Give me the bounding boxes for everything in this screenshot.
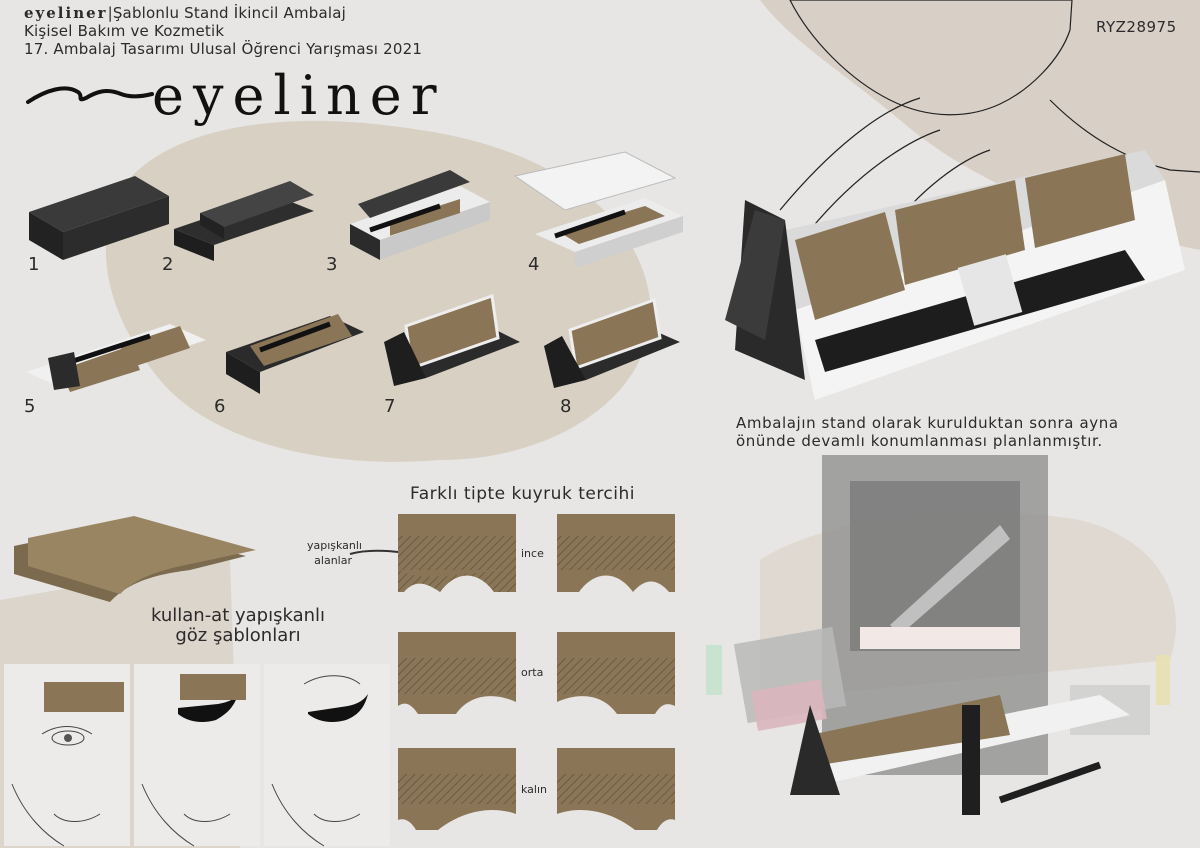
step-number-4: 4 [528,254,540,275]
face-sketch-1 [4,664,130,847]
step-number-2: 2 [162,254,174,275]
mirror-scene-illustration [706,455,1170,815]
step-number-7: 7 [384,396,396,417]
tail-thin-left-template [398,514,516,592]
header-subtitle: Şablonlu Stand İkincil Ambalaj [112,4,346,22]
adhesive-label-2: alanlar [314,554,352,567]
adhesive-label-1: yapışkanlı [306,539,362,552]
tail-thick-left-template [398,748,516,830]
tail-type-medium: orta [521,666,544,679]
tail-thick-right-template [557,748,675,830]
step-number-6: 6 [214,396,226,417]
templates-caption-line-2: göz şablonları [175,625,301,646]
step-8-box-illustration [544,297,680,388]
face-sketch-2 [134,664,260,847]
header-brand: eyeliner [24,4,108,22]
header-competition: 17. Ambalaj Tasarımı Ulusal Öğrenci Yarı… [24,40,423,58]
step-7-box-illustration [384,293,520,386]
header-category: Kişisel Bakım ve Kozmetik [24,22,225,40]
header-separator: | [107,4,113,22]
tail-type-thick: kalın [521,783,548,796]
tail-medium-right-template [557,632,675,714]
stacked-templates-illustration [14,516,256,602]
step-number-3: 3 [326,254,338,275]
tail-thin-right-template [557,514,675,592]
tail-heading: Farklı tipte kuyruk tercihi [410,484,636,504]
main-title: eyeliner [152,64,446,127]
step-4-box-illustration [513,151,683,268]
step-3-box-illustration [350,170,490,260]
templates-caption-line-1: kullan-at yapışkanlı [150,605,326,626]
step-6-box-illustration [226,314,364,394]
step-number-5: 5 [24,396,36,417]
templates-caption: kullan-at yapışkanlı göz şablonları [118,606,358,646]
face-sketch-3 [264,664,390,847]
stand-closeup-illustration [725,150,1185,400]
step-number-8: 8 [560,396,572,417]
tail-type-thin: ince [521,547,544,560]
step-1-box-illustration [29,176,169,260]
step-2-box-illustration [174,181,314,261]
step-number-1: 1 [28,254,40,275]
step-5-box-illustration [26,324,206,392]
hand-illustration [779,0,1200,231]
project-code: RYZ28975 [1096,18,1177,36]
brush-stroke-icon [26,86,154,104]
tail-medium-left-template [398,632,516,714]
stand-caption: Ambalajın stand olarak kurulduktan sonra… [736,414,1119,450]
pointer-stroke-icon [349,549,399,555]
header-line-1: eyeliner|Şablonlu Stand İkincil Ambalaj [24,4,346,23]
